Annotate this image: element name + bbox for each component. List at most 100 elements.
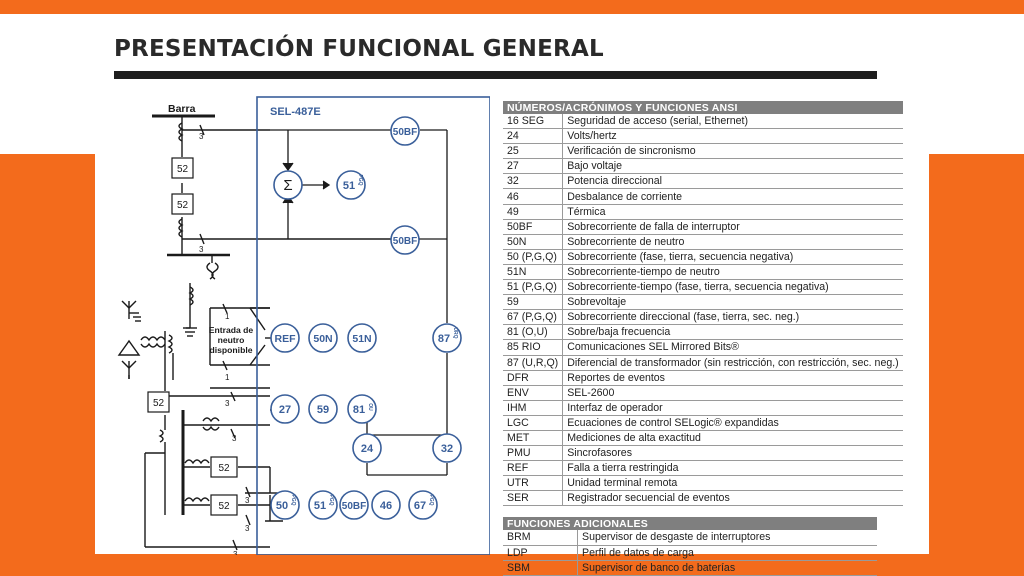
function-description: Diferencial de transformador (sin restri…: [562, 355, 903, 371]
function-code: 51 (P,G,Q): [503, 279, 564, 296]
table-row: 67 (P,G,Q)Sobrecorriente direccional (fa…: [503, 309, 903, 326]
summation-icon: Σ: [283, 177, 292, 194]
function-code: 85 RIO: [503, 339, 564, 356]
function-description: Supervisor de desgaste de interruptores: [577, 530, 877, 546]
ct-count-label: 3: [245, 496, 250, 505]
function-59: 59: [317, 404, 329, 416]
function-description: Supervisor de banco de baterías: [577, 560, 877, 576]
function-code: LDP: [503, 545, 578, 561]
function-description: Unidad terminal remota: [562, 475, 903, 492]
function-code: 81 (O,U): [503, 324, 564, 341]
function-description: Interfaz de operador: [562, 400, 903, 416]
ct-count-label: 3: [225, 399, 230, 408]
function-description: Perfil de datos de carga: [577, 545, 877, 561]
function-ref: REF: [275, 333, 297, 345]
table-row: 50 (P,G,Q)Sobrecorriente (fase, tierra, …: [503, 249, 903, 265]
function-51-lv: 51: [314, 500, 326, 512]
svg-text:52: 52: [177, 200, 189, 211]
ct-count-label: 3: [245, 524, 250, 533]
function-code: IHM: [503, 400, 564, 416]
function-24: 24: [361, 443, 374, 455]
breaker-52-hv: 52: [171, 193, 194, 215]
table-row: 87 (U,R,Q)Diferencial de transformador (…: [503, 355, 903, 371]
function-code: 50N: [503, 234, 564, 250]
function-description: Sobrecorriente-tiempo (fase, tierra, sec…: [562, 279, 903, 296]
function-description: Mediciones de alta exactitud: [562, 430, 903, 447]
subscript-pgq: PGQ: [328, 494, 334, 505]
breaker-52-lv: 52: [147, 391, 170, 413]
ct-count-label: 3: [199, 132, 204, 141]
function-code: 51N: [503, 264, 564, 281]
function-description: Sobrecorriente-tiempo de neutro: [562, 264, 903, 281]
ansi-table-header: NÚMEROS/ACRÓNIMOS Y FUNCIONES ANSI: [503, 101, 903, 114]
function-code: 50BF: [503, 219, 564, 235]
function-code: 16 SEG: [503, 114, 564, 130]
ansi-functions-table: NÚMEROS/ACRÓNIMOS Y FUNCIONES ANSI 16 SE…: [503, 101, 903, 507]
function-code: SBM: [503, 560, 578, 576]
svg-text:52: 52: [218, 501, 230, 512]
function-50bf-mid: 50BF: [393, 236, 417, 247]
function-description: Sobre/baja frecuencia: [562, 324, 903, 341]
function-description: Sobrecorriente de neutro: [562, 234, 903, 250]
function-code: 59: [503, 294, 564, 311]
function-code: 25: [503, 143, 564, 160]
ct-count-label: 3: [233, 550, 238, 555]
subscript-pgq: PGQ: [357, 174, 363, 185]
function-description: Sobrecorriente direccional (fase, tierra…: [562, 309, 903, 326]
bus-label: Barra: [168, 103, 196, 115]
ct-count-label: 1: [225, 312, 230, 321]
subscript-pgq: PGQ: [428, 494, 434, 505]
function-code: SER: [503, 490, 564, 507]
breaker-52-feeder-1: 52: [210, 456, 238, 478]
function-description: Registrador secuencial de eventos: [562, 490, 903, 507]
function-code: 87 (U,R,Q): [503, 355, 564, 371]
function-code: 67 (P,G,Q): [503, 309, 564, 326]
function-code: REF: [503, 460, 564, 477]
function-code: MET: [503, 430, 564, 447]
relay-boundary: [256, 96, 490, 555]
svg-text:52: 52: [153, 398, 165, 409]
function-code: ENV: [503, 385, 564, 401]
function-description: Verificación de sincronismo: [562, 143, 903, 160]
function-81: 81: [353, 404, 365, 416]
subscript-pgq: PGQ: [290, 494, 296, 505]
function-description: Bajo voltaje: [562, 158, 903, 175]
function-description: Seguridad de acceso (serial, Ethernet): [562, 114, 903, 130]
page-title: PRESENTACIÓN FUNCIONAL GENERAL: [114, 36, 604, 62]
ct-count-label: 1: [225, 373, 230, 382]
function-50bf-lv: 50BF: [342, 501, 366, 512]
breaker-52-feeder-2: 52: [210, 494, 238, 516]
function-description: Térmica: [562, 204, 903, 220]
function-description: Comunicaciones SEL Mirrored Bits®: [562, 339, 903, 356]
function-code: 46: [503, 188, 564, 205]
function-description: Volts/hertz: [562, 128, 903, 145]
protection-one-line-diagram: Barra SEL-487E 3 3 1 1 3 3 3 3 3 Entrada…: [117, 96, 490, 555]
title-underline: [114, 71, 877, 79]
function-32: 32: [441, 443, 453, 455]
function-description: Falla a tierra restringida: [562, 460, 903, 477]
function-code: LGC: [503, 415, 564, 431]
svg-text:neutro: neutro: [218, 335, 245, 345]
function-67: 67: [414, 500, 426, 512]
function-code: 32: [503, 173, 564, 190]
svg-text:52: 52: [177, 164, 189, 175]
function-code: PMU: [503, 445, 564, 462]
function-51-hv: 51: [343, 180, 355, 192]
ct-count-label: 3: [232, 434, 237, 443]
